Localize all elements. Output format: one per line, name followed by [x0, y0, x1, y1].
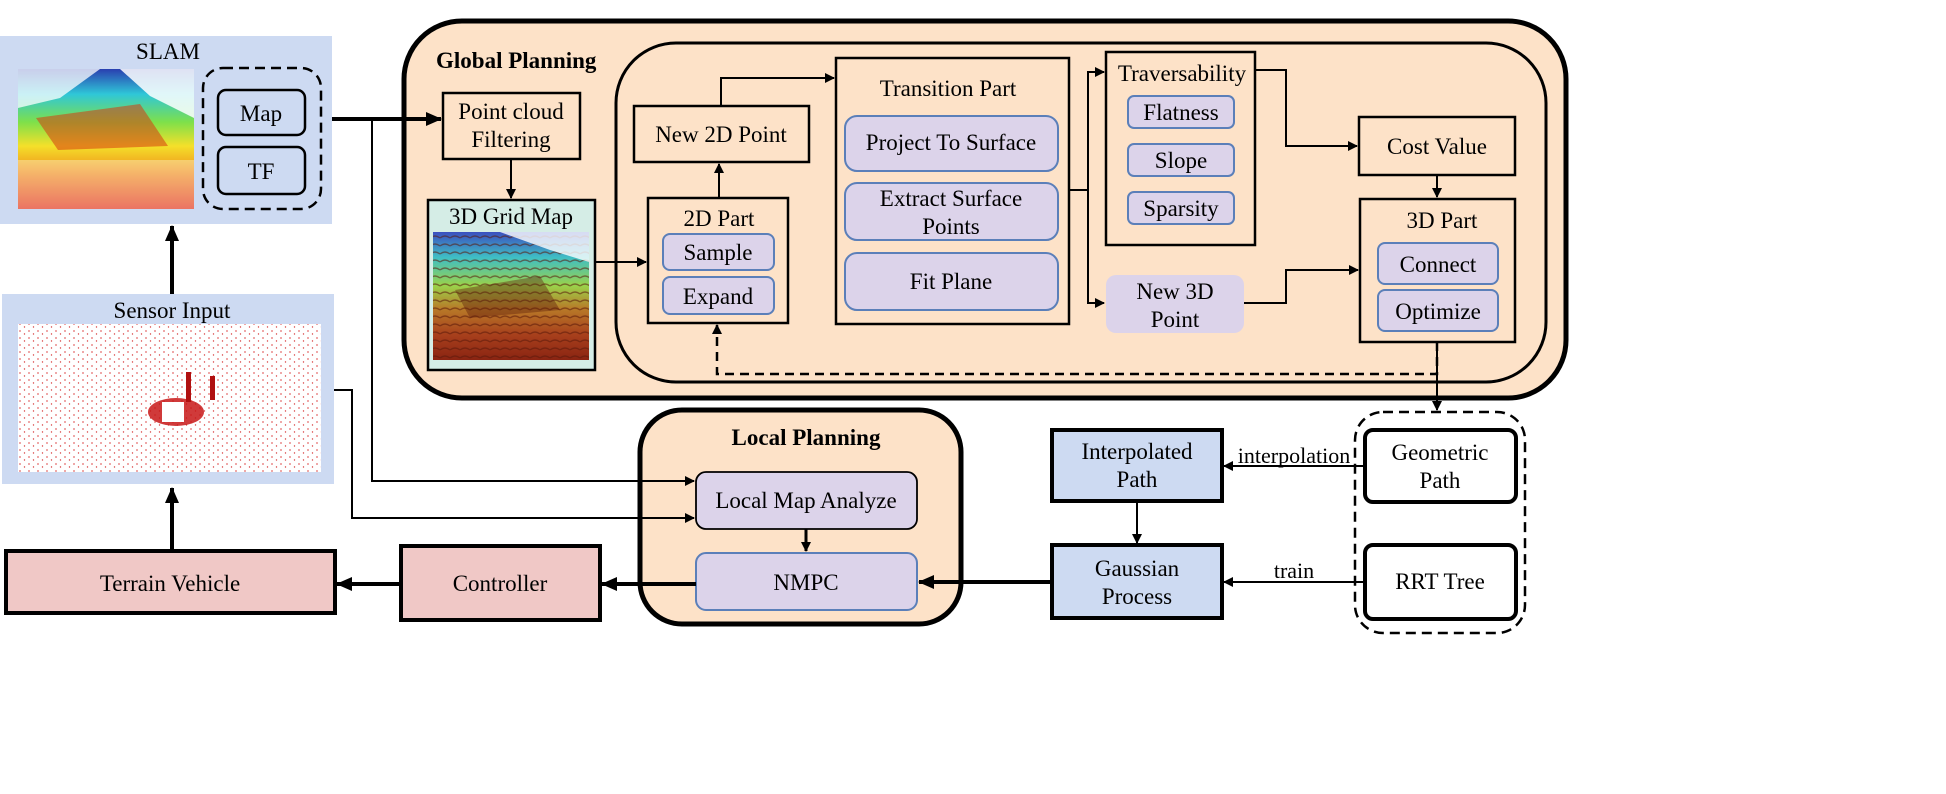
arrow-transition-to-new-3d — [1087, 190, 1105, 308]
pcf-line1: Point cloud — [458, 99, 564, 124]
extract-line2: Points — [922, 214, 980, 239]
arrow-sensor-to-local-map — [334, 389, 695, 523]
arrow-transition-to-traversability — [1069, 67, 1105, 191]
sensor-input-panel: Sensor Input — [2, 294, 334, 484]
terrain-vehicle-label: Terrain Vehicle — [100, 571, 240, 596]
sensor-title: Sensor Input — [114, 298, 232, 323]
transition-part-title: Transition Part — [880, 76, 1017, 101]
new-2d-point-box — [632, 104, 811, 164]
global-planning-panel: Global Planning Point cloud Filtering 3D… — [401, 18, 1569, 401]
sparsity-label: Sparsity — [1143, 196, 1219, 221]
project-to-surface-label: Project To Surface — [866, 130, 1036, 155]
controller-label: Controller — [453, 571, 548, 596]
arrow-new-2d-to-transition — [720, 73, 835, 106]
sensor-pointcloud-image — [18, 324, 321, 472]
geometric-line2: Path — [1420, 468, 1461, 493]
controller-box — [399, 544, 602, 622]
interpolated-line2: Path — [1117, 467, 1158, 492]
rrt-tree-label: RRT Tree — [1395, 569, 1485, 594]
nmpc-box — [695, 552, 918, 611]
sparsity-box — [1127, 191, 1235, 225]
map-box — [216, 88, 307, 137]
extract-line1: Extract Surface — [880, 186, 1022, 211]
local-map-analyze-label: Local Map Analyze — [715, 488, 896, 513]
interpolated-path-box — [1050, 428, 1224, 503]
tf-box — [216, 145, 307, 196]
sample-label: Sample — [684, 240, 753, 265]
optimize-box — [1377, 289, 1499, 332]
connect-label: Connect — [1400, 252, 1477, 277]
nmpc-label: NMPC — [773, 570, 838, 595]
grid-map-title: 3D Grid Map — [449, 204, 573, 229]
gaussian-line2: Process — [1102, 584, 1172, 609]
map-label: Map — [240, 101, 282, 126]
expand-label: Expand — [683, 284, 754, 309]
fit-plane-box — [844, 252, 1059, 311]
project-to-surface-box — [844, 115, 1059, 172]
gaussian-process-box — [1050, 543, 1224, 620]
optimize-label: Optimize — [1395, 299, 1481, 324]
edge-label-interpolation: interpolation — [1238, 443, 1350, 468]
local-planning-panel: Local Planning Local Map Analyze NMPC — [637, 407, 964, 627]
flatness-box — [1127, 95, 1235, 129]
extract-surface-points-box — [844, 182, 1059, 241]
new-3d-line2: Point — [1151, 307, 1200, 332]
traversability-title: Traversability — [1118, 61, 1247, 86]
connectors — [165, 67, 1442, 591]
arrow-traversability-to-cost — [1255, 69, 1358, 151]
gaussian-line1: Gaussian — [1095, 556, 1180, 581]
global-inner-loop — [614, 41, 1548, 384]
slam-pointcloud-image — [18, 69, 194, 209]
fit-plane-label: Fit Plane — [910, 269, 992, 294]
new-3d-point-box — [1106, 275, 1244, 333]
global-planning-title: Global Planning — [436, 48, 597, 73]
geometric-line1: Geometric — [1391, 440, 1488, 465]
slope-box — [1127, 143, 1235, 177]
new-3d-line1: New 3D — [1136, 279, 1213, 304]
arrow-slam-to-local-map — [371, 119, 695, 486]
slam-output-group — [201, 66, 323, 211]
local-planning-title: Local Planning — [732, 425, 881, 450]
new-2d-point-label: New 2D Point — [655, 122, 787, 147]
slam-panel: SLAM Map TF — [0, 36, 332, 224]
arrow-new-3d-to-3d-part — [1244, 265, 1359, 304]
tf-label: TF — [248, 159, 275, 184]
connect-box — [1377, 242, 1499, 285]
cost-value-box — [1357, 115, 1517, 177]
slope-label: Slope — [1155, 148, 1207, 173]
interpolated-line1: Interpolated — [1081, 439, 1193, 464]
pcf-line2: Filtering — [471, 127, 551, 152]
part-3d-title: 3D Part — [1407, 208, 1479, 233]
expand-box — [662, 276, 775, 315]
flatness-label: Flatness — [1143, 100, 1218, 125]
rrt-output-group — [1353, 410, 1527, 635]
sample-box — [662, 233, 775, 271]
part-2d-title: 2D Part — [684, 206, 756, 231]
edge-label-train: train — [1274, 558, 1314, 583]
grid-map-image — [433, 232, 589, 360]
slam-title: SLAM — [136, 39, 200, 64]
cost-value-label: Cost Value — [1387, 134, 1487, 159]
